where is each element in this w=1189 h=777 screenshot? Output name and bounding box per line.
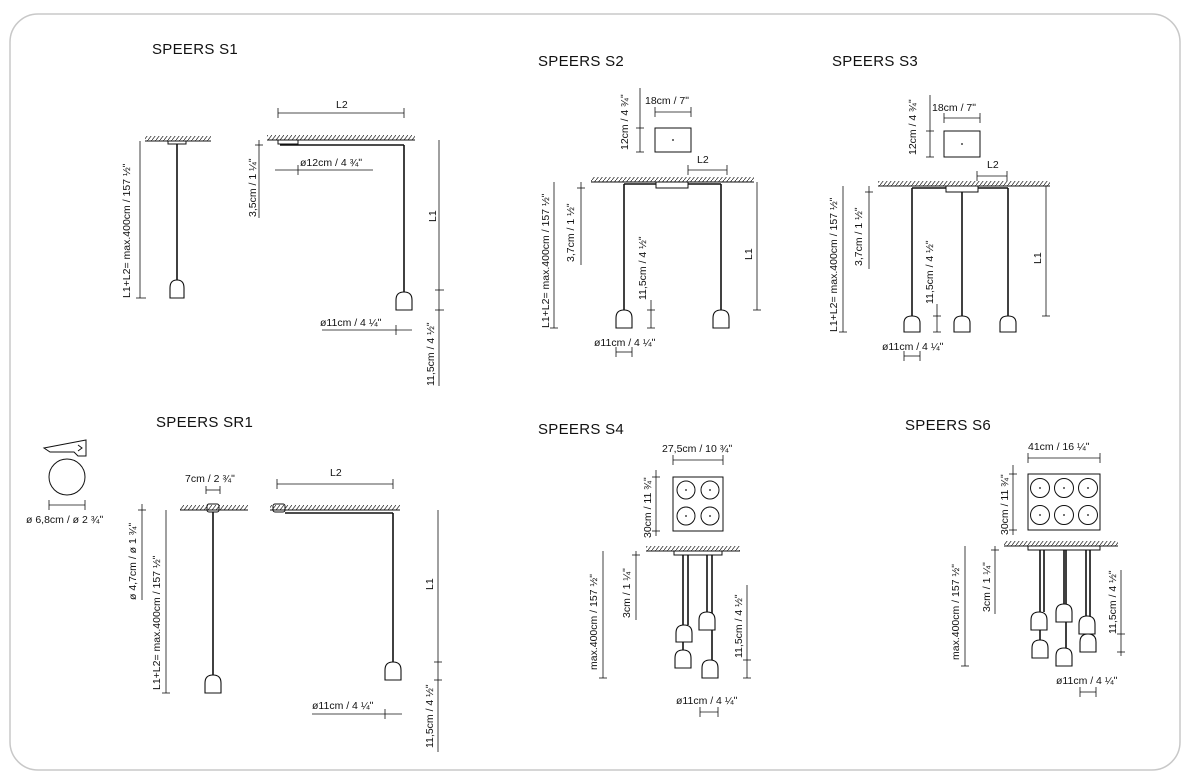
ceiling-hatch [145,136,211,141]
label-h30: 30cm / 11 ¾ʺ [999,474,1011,535]
title-speers-s1: SPEERS S1 [152,41,238,58]
label-d68: ø 6,8cm / ø 2 ¾ʺ [26,514,104,526]
label-l2: L2 [987,159,999,171]
lamp-shade [953,315,971,333]
label-h35: 3,5cm / 1 ¼ʺ [247,158,259,217]
label-h30: 30cm / 11 ¾ʺ [642,477,654,538]
label-w18: 18cm / 7ʺ [932,102,976,114]
lamp-shade [615,309,633,329]
label-l1: L1 [427,210,439,222]
lamp-shade [675,624,693,643]
label-h115: 11,5cm / 4 ½ʺ [1107,570,1119,634]
ceiling-hatch [267,135,415,140]
lamp-shade [674,649,692,669]
speers-s1: SPEERS S1 L1+L2= max.400cm / 157 ½ʺ L2 ø… [121,41,444,386]
title-speers-sr1: SPEERS SR1 [156,414,253,431]
ceiling-hatch [646,546,740,551]
lamp-shade [1055,647,1073,667]
label-l1: L1 [1032,252,1044,264]
label-h12: 12cm / 4 ¾ʺ [907,99,919,155]
speers-sr1: SPEERS SR1 ø 6,8cm / ø 2 ¾ʺ 7cm / 2 ¾ʺ ø… [26,414,442,752]
round-canopy [48,458,86,496]
label-d11: ø11cm / 4 ¼ʺ [676,695,738,707]
label-l2: L2 [330,467,342,479]
label-max-400: max.400cm / 157 ½ʺ [950,564,962,660]
ceiling-hatch [1004,541,1118,546]
label-l1-l2-total: L1+L2= max.400cm / 157 ½ʺ [121,163,133,298]
lamp-shade [903,315,921,333]
label-h37: 3,7cm / 1 ½ʺ [853,207,865,266]
label-l1-l2-total: L1+L2= max.400cm / 157 ½ʺ [151,555,163,690]
lamp-shade [204,674,222,694]
label-h115: 11,5cm / 4 ½ʺ [733,594,745,658]
rectangular-canopy [1027,473,1101,531]
ceiling-hatch [180,505,248,510]
label-l1: L1 [743,248,755,260]
mount-detail [42,439,87,457]
label-l1-l2-total: L1+L2= max.400cm / 157 ½ʺ [828,197,840,332]
label-d12: ø12cm / 4 ¾ʺ [300,157,362,169]
label-h3: 3cm / 1 ¼ʺ [621,568,633,618]
lamp-shade [1079,633,1097,653]
label-h115: 11,5cm / 4 ½ʺ [424,684,436,748]
ceiling-hatch [878,181,1050,186]
lamp-shade [712,309,730,329]
label-h115: 11,5cm / 4 ½ʺ [924,240,936,304]
label-d11: ø11cm / 4 ¼ʺ [320,317,382,329]
label-h37: 3,7cm / 1 ½ʺ [565,203,577,262]
title-speers-s2: SPEERS S2 [538,53,624,70]
label-max-400: max.400cm / 157 ½ʺ [588,574,600,670]
label-h3: 3cm / 1 ¼ʺ [981,562,993,612]
label-d47: ø 4,7cm / ø 1 ¾ʺ [127,522,139,600]
lamp-shade [384,661,402,681]
label-h115: 11,5cm / 4 ½ʺ [637,236,649,300]
speers-s2: SPEERS S2 18cm / 7ʺ 12cm / 4 ¾ʺ L2 L1+L2… [538,53,761,357]
lamp-shade [701,659,719,679]
square-canopy [672,476,724,532]
title-speers-s6: SPEERS S6 [905,417,991,434]
speers-s3: SPEERS S3 18cm / 7ʺ 12cm / 4 ¾ʺ L2 L1+L2… [828,53,1050,361]
speers-s6: SPEERS S6 41cm / 16 ¼ʺ 30cm / 11 ¾ʺ [905,417,1125,697]
label-l2: L2 [697,154,709,166]
ceiling-hatch [591,177,754,182]
lamp-shade [698,611,716,631]
label-w7: 7cm / 2 ¾ʺ [185,473,235,485]
title-speers-s3: SPEERS S3 [832,53,918,70]
page-frame [9,13,1181,771]
label-h12: 12cm / 4 ¾ʺ [619,94,631,150]
label-l1: L1 [424,578,436,590]
lamp-shade [169,279,185,299]
label-l1-l2-total: L1+L2= max.400cm / 157 ½ʺ [540,193,552,328]
label-d11: ø11cm / 4 ¼ʺ [1056,675,1118,687]
label-w41: 41cm / 16 ¼ʺ [1028,441,1090,453]
title-speers-s4: SPEERS S4 [538,421,624,438]
label-w275: 27,5cm / 10 ¾ʺ [662,443,733,455]
speers-s4: SPEERS S4 27,5cm / 10 ¾ʺ 30cm / 11 ¾ʺ ma… [538,421,751,717]
label-h115: 11,5cm / 4 ½ʺ [425,322,437,386]
label-d11: ø11cm / 4 ¼ʺ [594,337,656,349]
lamp-shade [1030,611,1048,631]
lamp-shade [999,315,1017,333]
label-d11: ø11cm / 4 ¼ʺ [312,700,374,712]
label-w18: 18cm / 7ʺ [645,95,689,107]
lamp-shade [1031,639,1049,659]
ceiling-hatch [270,505,400,510]
lamp-shade [1055,603,1073,623]
lamp-shade [395,291,413,311]
lamp-shade [1078,615,1096,635]
label-l2: L2 [336,99,348,111]
label-d11: ø11cm / 4 ¼ʺ [882,341,944,353]
